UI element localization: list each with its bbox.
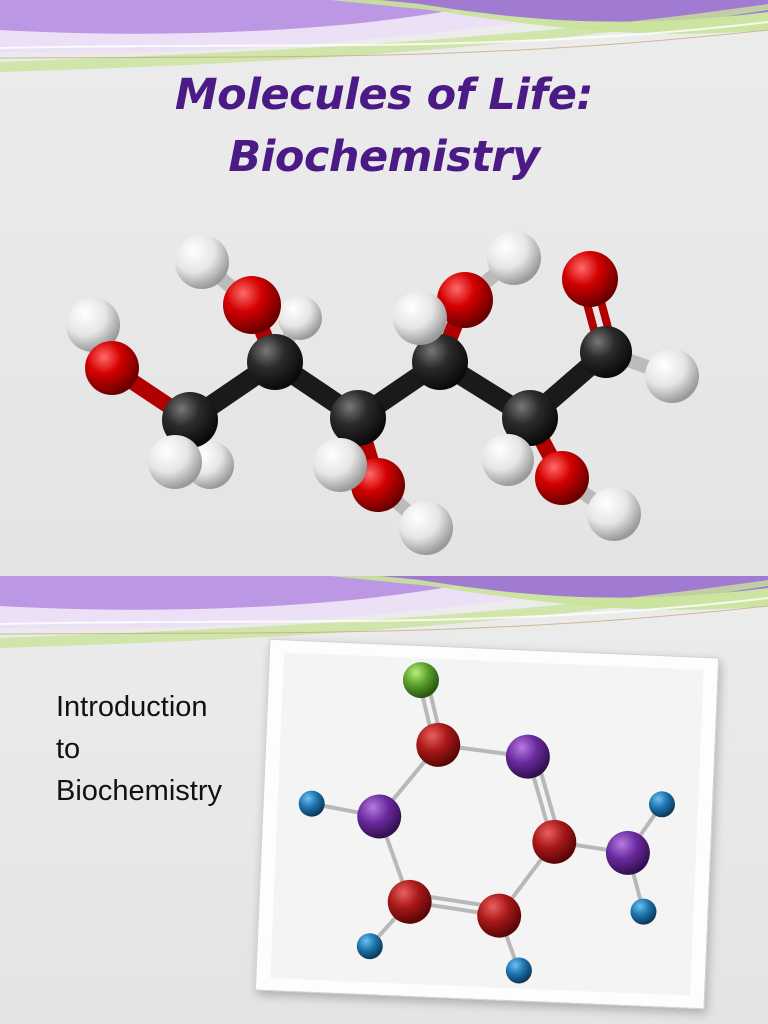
molecule-photo-frame [254,638,720,1010]
intro-line-1: Introduction [56,691,208,723]
glucose-ball-and-stick-model [66,231,699,555]
intro-slide: Introduction to Biochemistry [0,576,768,1024]
title-slide: Molecules of Life: Biochemistry [0,0,768,576]
title-line-1: Molecules of Life: [174,70,594,120]
header-swoosh-decoration [0,576,768,648]
title-line-2: Biochemistry [228,132,540,182]
heterocycle-molecule-model [298,662,675,984]
slide-title: Molecules of Life: Biochemistry [0,64,768,188]
intro-text: Introduction to Biochemistry [56,686,222,812]
header-swoosh-decoration [0,0,768,72]
intro-line-2: to [56,733,81,765]
intro-line-3: Biochemistry [56,775,222,807]
